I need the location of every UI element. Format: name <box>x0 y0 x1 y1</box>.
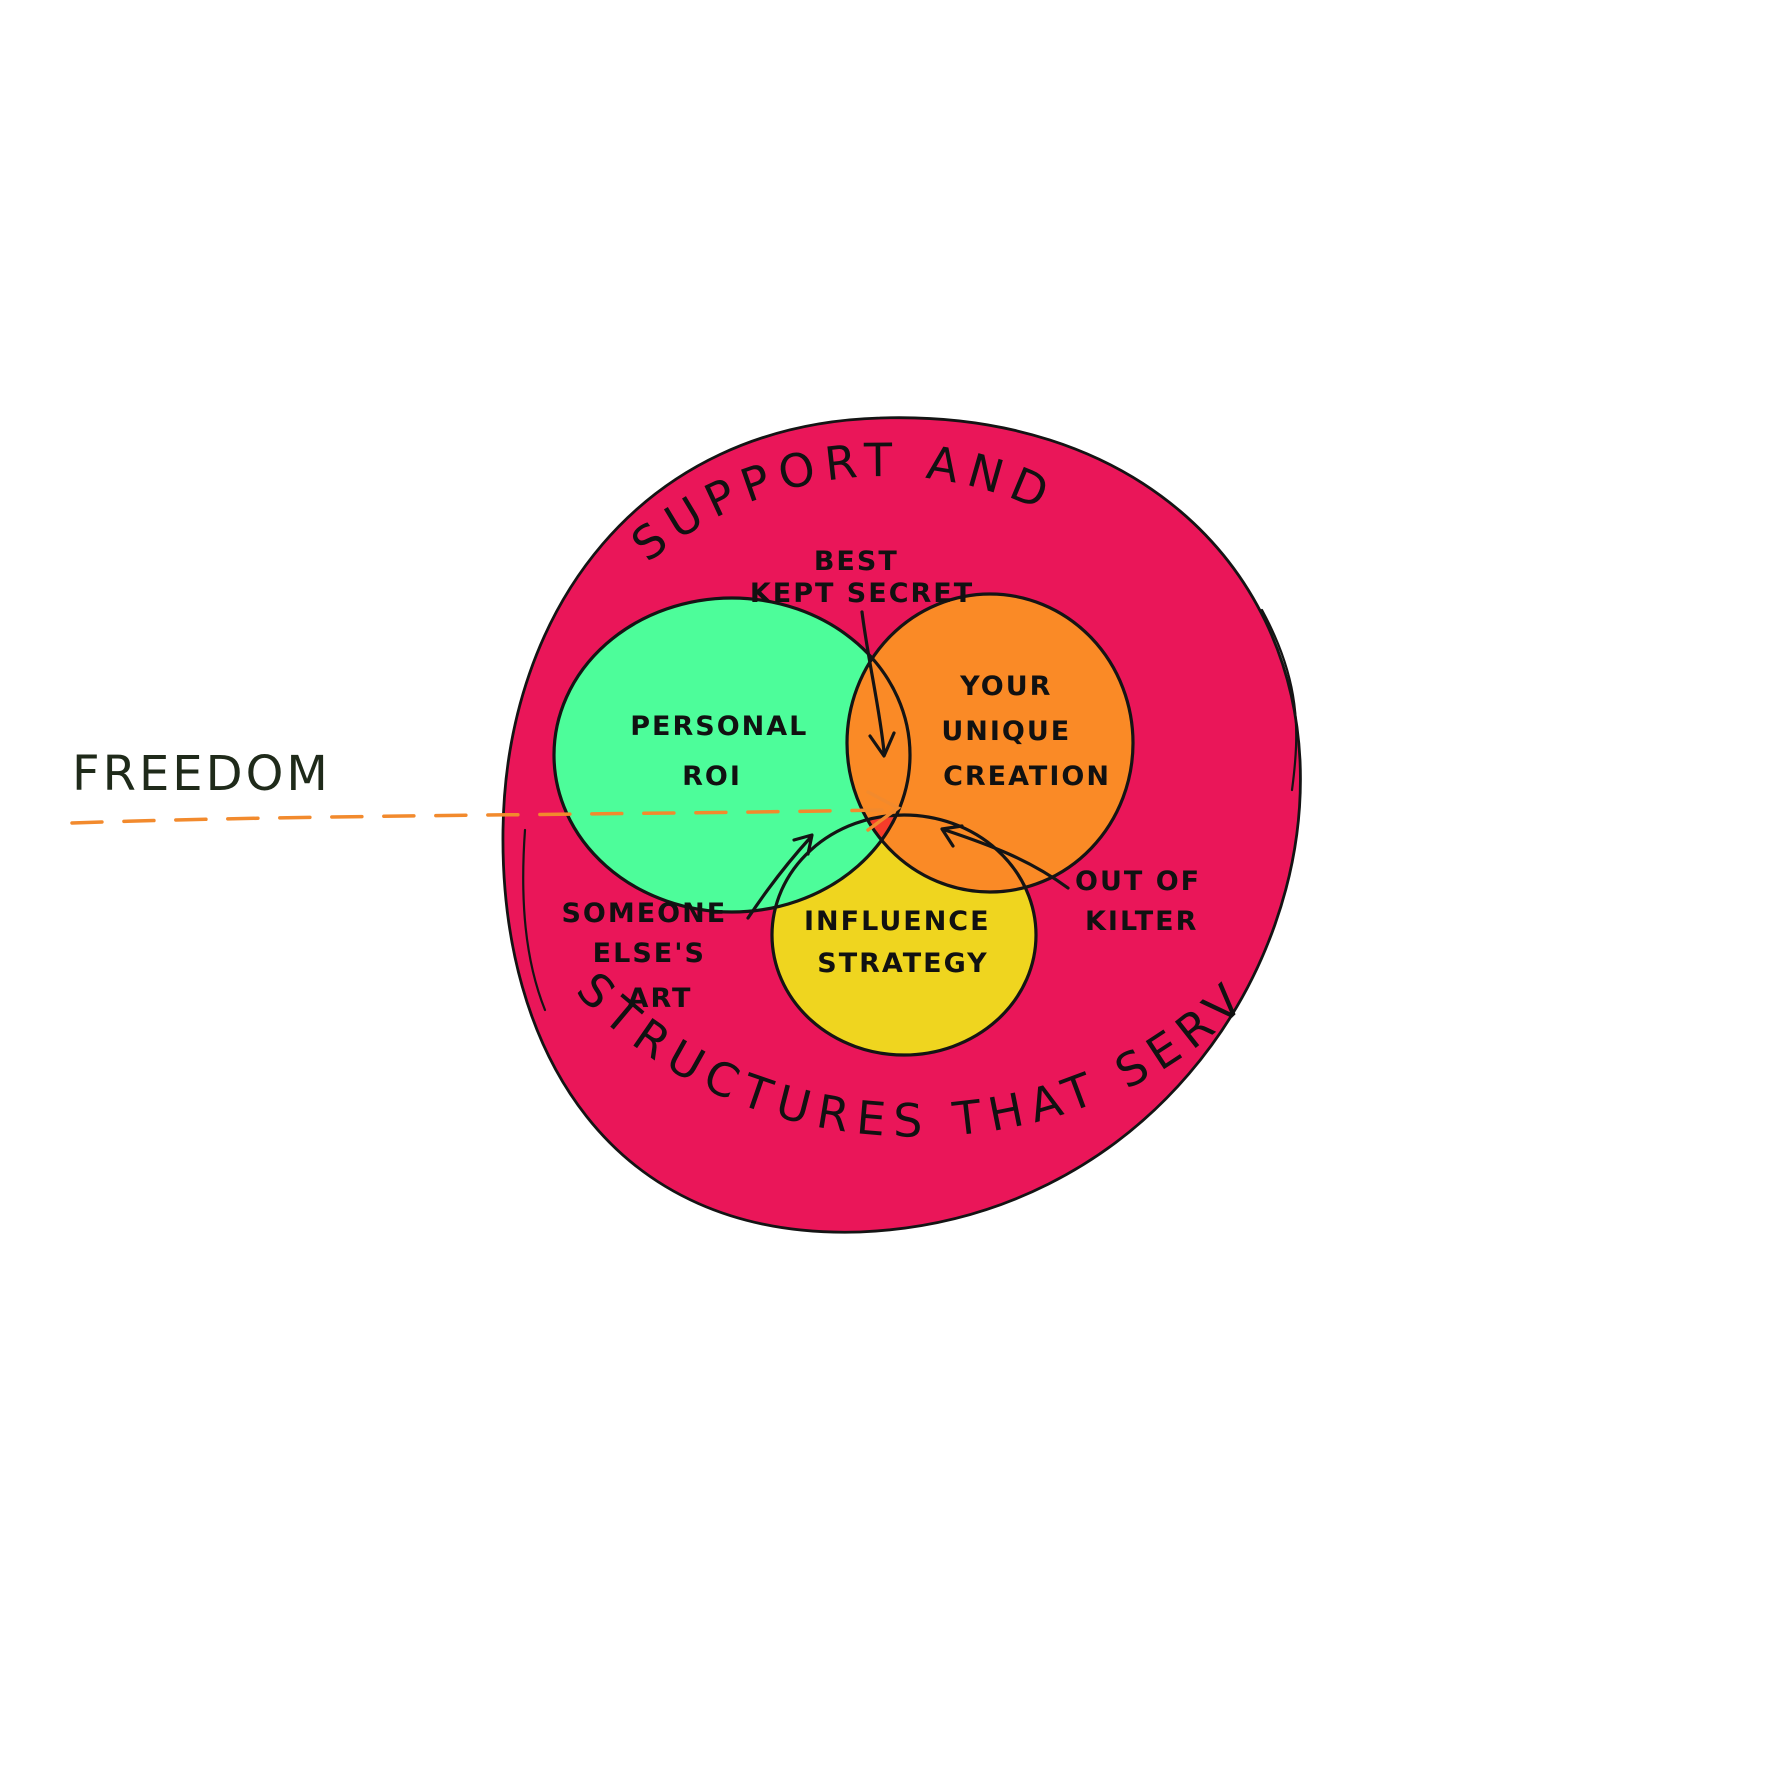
outer-sketch-line <box>522 608 1298 1012</box>
unique-creation-outline <box>845 592 1135 894</box>
personal-roi-outline <box>552 596 912 914</box>
out-of-kilter-arrow <box>940 824 1070 890</box>
influence-strategy-label: INFLUENCE STRATEGY <box>804 906 1002 979</box>
personal-influence-overlap <box>772 815 910 912</box>
best-kept-secret-arrow <box>860 610 896 758</box>
personal-roi-circle <box>554 598 910 912</box>
someone-elses-art-arrow <box>746 833 814 920</box>
out-of-kilter-label: OUT OF KILTER <box>1075 866 1213 937</box>
outer-support-circle-outline <box>501 416 1302 1234</box>
best-kept-secret-label: BEST KEPT SECRET <box>750 546 974 609</box>
freedom-arrow-head <box>866 790 902 832</box>
influence-strategy-outline <box>770 813 1038 1057</box>
unique-creation-label: YOUR UNIQUE CREATION <box>941 671 1111 792</box>
personal-roi-label: PERSONAL ROI <box>630 711 820 792</box>
freedom-label: FREEDOM <box>72 746 331 802</box>
unique-influence-overlap <box>847 815 1036 892</box>
someone-elses-art-label: SOMEONE ELSE'S ART <box>561 898 738 1014</box>
freedom-dashed-line <box>70 808 887 825</box>
